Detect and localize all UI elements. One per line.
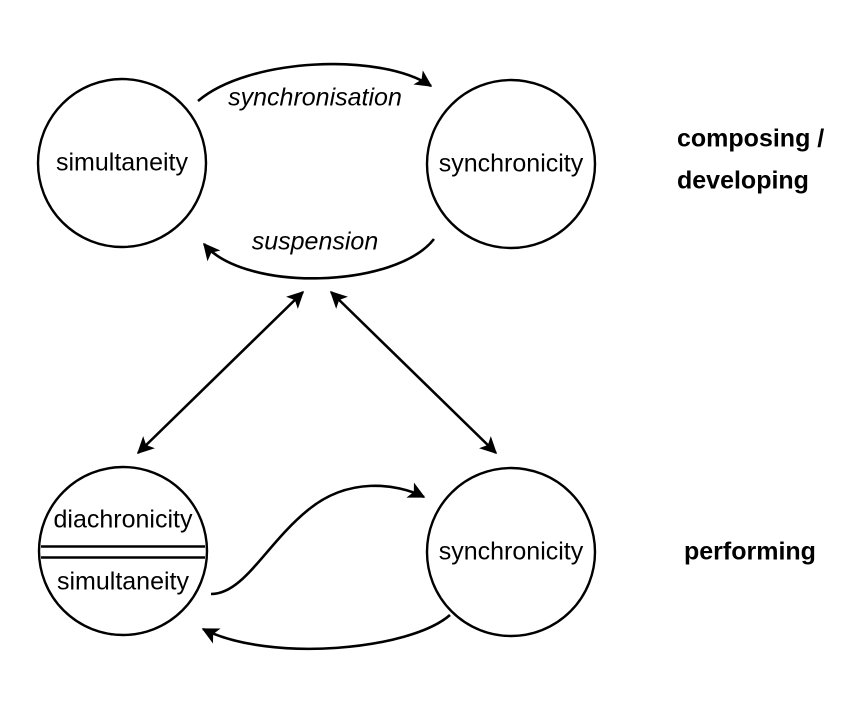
edge-label-synchronisation: synchronisation (228, 84, 402, 112)
node-circle-bottom-left[interactable] (37, 465, 209, 637)
phase-label-performing: performing (684, 538, 816, 566)
node-label-bottom-left-top: diachronicity (54, 506, 193, 534)
node-bottom-left[interactable]: diachronicity simultaneity (37, 465, 209, 637)
phase-label-composing-line1: composing / (677, 125, 824, 153)
node-label-bottom-left-bottom: simultaneity (57, 568, 189, 596)
edge-label-suspension: suspension (252, 228, 378, 256)
edge-bottom-return-arrow[interactable] (201, 614, 451, 651)
node-circle-top-left[interactable] (36, 77, 208, 249)
edge-suspension-arrow[interactable] (203, 238, 436, 280)
node-bottom-right[interactable]: synchronicity (425, 466, 597, 638)
edge-synchronisation-arrow[interactable] (197, 62, 433, 102)
phase-label-composing-line2: developing (677, 167, 809, 195)
node-circle-bottom-right[interactable] (425, 466, 597, 638)
edge-diagonal-right-bidirectional[interactable] (329, 291, 498, 454)
node-top-left[interactable]: simultaneity (36, 77, 208, 249)
node-top-right[interactable]: synchronicity (425, 78, 597, 250)
node-label-bottom-right: synchronicity (439, 538, 584, 566)
node-circle-top-right[interactable] (425, 78, 597, 250)
edge-diagonal-left-bidirectional[interactable] (136, 291, 305, 454)
node-label-top-right: synchronicity (439, 150, 584, 178)
edge-bottom-forward-arrow[interactable] (210, 482, 426, 596)
node-label-top-left: simultaneity (56, 149, 188, 177)
